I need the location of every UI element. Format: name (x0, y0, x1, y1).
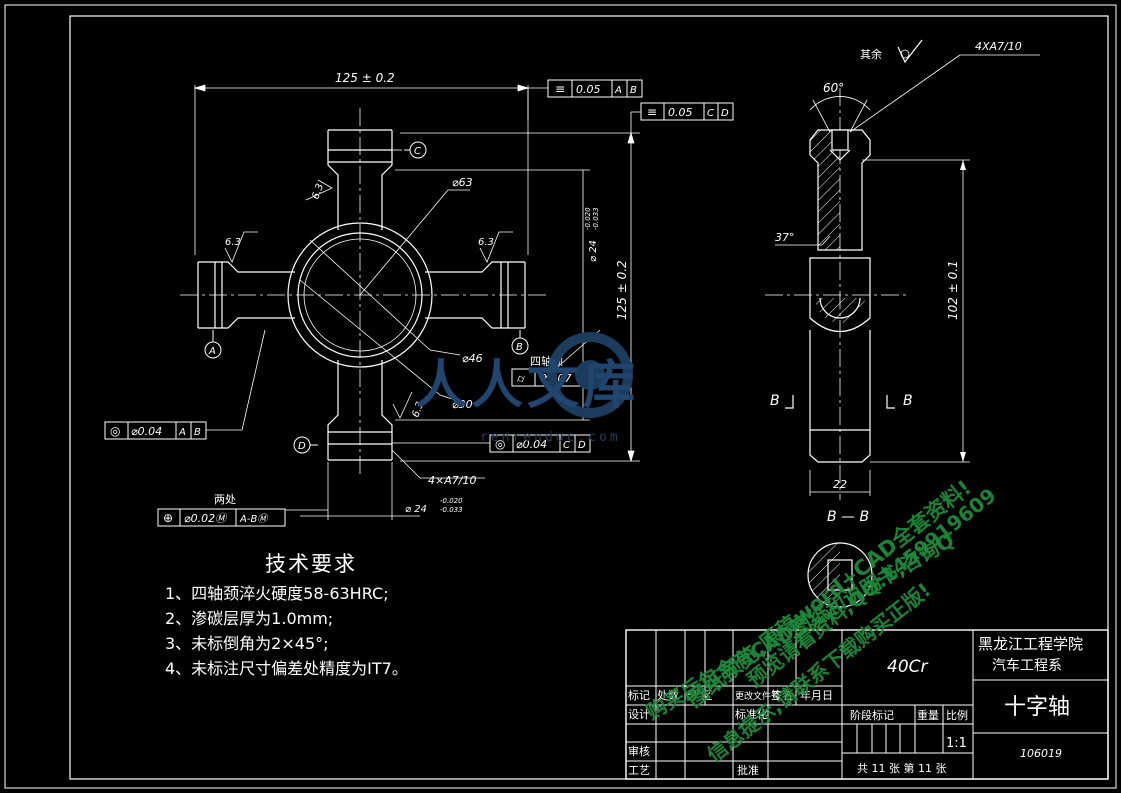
dim-outer-dia: ⌀63 (452, 176, 473, 189)
dim-height-right: 125 ± 0.2 (615, 260, 629, 320)
requirement-item-4: 4、未标注尺寸偏差处精度为IT7。 (165, 659, 408, 678)
frame-coax-cd-ref2: D (578, 440, 586, 451)
frame-sym-cd-ref2: D (721, 108, 729, 119)
frame-coax-ab-ref2: B (194, 427, 201, 438)
tb-drawing-no: 106019 (1020, 747, 1062, 760)
frame-coax-cd-symbol: ◎ (495, 437, 505, 451)
frame-sym-cd: ≡ 0.05 C D (640, 102, 734, 121)
section-b-right: B (903, 393, 913, 409)
thread-note-front: 4×A7/10 (428, 474, 476, 487)
front-dimensions (193, 84, 641, 520)
thread-note-side: 4XA7/10 (975, 40, 1022, 53)
frame-pos-ref: A-BⓂ (239, 513, 269, 525)
frame-coax-ab: ◎ ⌀0.04 A B (104, 421, 207, 440)
tb-stage: 阶段标记 (850, 708, 894, 722)
frame-sym-ab-ref1: A (614, 85, 622, 96)
rough-right: 6.3 (478, 237, 494, 248)
frame-sym-ab-ref2: B (630, 85, 637, 96)
frame-coax-cd-value: ⌀0.04 (516, 438, 547, 451)
tb-h-doc: 更改文件号 (735, 690, 780, 702)
frame-sym-cd-ref1: C (707, 108, 714, 119)
datum-d-label: D (298, 441, 306, 452)
tb-ratio: 比例 (946, 708, 968, 722)
rough-bottom: 6.3 (410, 400, 426, 419)
frame-sym-cd-symbol: ≡ (647, 105, 657, 119)
frame-sym-ab-symbol: ≡ (555, 82, 565, 96)
dim-bore-dia: ⌀30 (452, 398, 473, 411)
journal-tol-upper-h: -0.020 (440, 497, 463, 505)
frame-coax-cd: ◎ ⌀0.04 C D (489, 434, 591, 453)
datum-markers (204, 141, 529, 454)
journal-tol-lower-v: -0.033 (592, 207, 600, 230)
rough-top: 6.3 (310, 182, 326, 201)
tb-h-sign: 签名 (771, 688, 793, 702)
tb-process: 工艺 (628, 764, 650, 777)
tb-h-zone: 分 区 (687, 689, 713, 702)
requirement-item-2: 2、渗碳层厚为1.0mm; (165, 609, 334, 628)
side-angle-left: 37° (775, 231, 795, 244)
tb-weight: 重量 (917, 708, 939, 722)
front-view (180, 108, 548, 478)
frame-pos-label: 两处 (214, 493, 236, 506)
outer-border (4, 4, 1117, 789)
requirements-title: 技术要求 (265, 552, 357, 576)
dim-width-top: 125 ± 0.2 (335, 71, 395, 85)
frame-sym-ab-value: 0.05 (576, 83, 601, 96)
datum-c-label: C (414, 146, 421, 157)
frame-coax-ab-value: ⌀0.04 (131, 425, 162, 438)
frame-pos-value: ⌀0.02Ⓜ (184, 512, 228, 525)
frame-sym-cd-value: 0.05 (668, 106, 693, 119)
frame-pos-symbol: ⊕ (163, 511, 173, 525)
tb-scale: 1:1 (946, 736, 967, 751)
journal-dim-vertical: ⌀ 24 -0.020 -0.033 (584, 207, 600, 262)
frame-coax-ab-ref1: A (178, 427, 186, 438)
tb-standard: 标准化 (735, 707, 768, 721)
requirement-item-1: 1、四轴颈淬火硬度58-63HRC; (165, 584, 389, 603)
frame-cyl-symbol: ⌭ (517, 372, 525, 385)
frame-coax-cd-ref1: C (563, 440, 570, 451)
journal-tol-upper-v: -0.020 (584, 207, 592, 230)
side-view (765, 39, 1040, 608)
tb-h-mark: 标记 (628, 688, 650, 702)
frame-sym-ab: ≡ 0.05 A B (547, 79, 643, 98)
datum-a-label: A (208, 346, 216, 357)
journal-dia-v: ⌀ 24 (588, 240, 599, 262)
tb-dept: 汽车工程系 (992, 657, 1062, 674)
requirement-item-3: 3、未标倒角为2×45°; (165, 634, 329, 653)
tb-h-count: 处数 (657, 689, 679, 702)
tb-approve: 批准 (737, 763, 759, 777)
dim-inner-dia: ⌀46 (462, 352, 483, 365)
watermark-url: renrendoc.com (480, 430, 621, 445)
tb-sheets: 共 11 张 第 11 张 (857, 761, 946, 775)
section-b-left: B (770, 393, 780, 409)
side-angle-top: 60° (823, 81, 844, 95)
frame-coax-ab-symbol: ◎ (110, 424, 120, 438)
logo-circle-dot (575, 360, 605, 390)
tb-material: 40Cr (887, 657, 929, 677)
section-title: B — B (827, 509, 869, 525)
rough-left: 6.3 (225, 237, 241, 248)
frame-position: 两处 ⊕ ⌀0.02Ⓜ A-BⓂ (157, 493, 286, 527)
tb-school: 黑龙江工程学院 (978, 635, 1083, 653)
journal-tol-lower-h: -0.033 (440, 506, 463, 514)
tb-review: 审核 (628, 744, 650, 758)
datum-b-label: B (516, 342, 523, 353)
tb-h-date: 年月日 (800, 688, 833, 702)
tb-design: 设计 (628, 708, 650, 721)
side-width: 22 (833, 478, 847, 491)
watermark-logo: 人人文库 (415, 355, 640, 416)
title-block (625, 629, 1109, 780)
surface-other-label: 其余 (860, 47, 882, 61)
journal-dia-h: ⌀ 24 (405, 504, 427, 515)
logo-circle (547, 332, 633, 418)
tb-part-name: 十字轴 (1004, 695, 1070, 720)
inner-border (69, 15, 1109, 780)
side-height: 102 ± 0.1 (946, 260, 960, 320)
